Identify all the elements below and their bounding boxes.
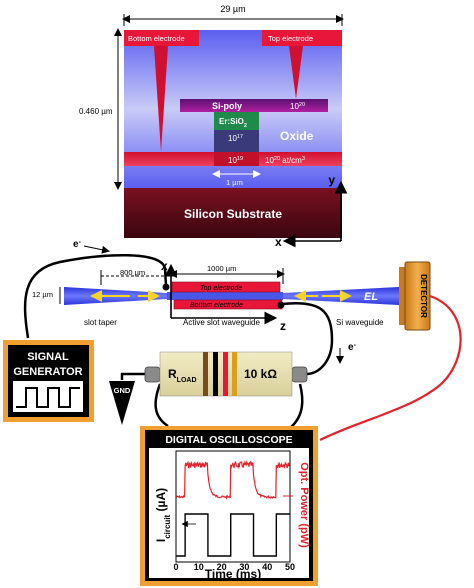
svg-text:1020 at/cm3: 1020 at/cm3 [265,156,305,165]
x-tick-label: 40 [262,562,272,572]
si-waveguide-label: Si waveguide [336,318,384,327]
svg-text:DETECTOR: DETECTOR [419,274,428,318]
top-electrode-spike [289,46,303,99]
cs-axis-y: y [328,173,335,187]
wire-generator-to-device [23,254,168,339]
y-axis-left-label: Icircuit (µA) [154,488,172,542]
x-tick-label: 50 [285,562,295,572]
x-tick-label: 30 [239,562,249,572]
active-slot-waveguide [167,292,283,300]
svg-text:e-: e- [348,342,357,354]
svg-text:SIGNAL: SIGNAL [27,351,69,363]
oxide-label: Oxide [280,129,314,143]
svg-text:Bottom electrode: Bottom electrode [190,302,243,309]
taper-length-label: 800 µm [120,268,145,277]
device-axis-z: z [280,319,286,333]
svg-text:Top electrode: Top electrode [200,285,242,292]
slot-length-label: 1000 µm [207,264,236,273]
wire-load-to-scope-left [154,383,169,428]
svg-text:1017: 1017 [228,134,243,143]
digital-oscilloscope: DIGITAL OSCILLOSCOPE 0 10 20 30 40 50 Time (m… [140,426,318,586]
width-label: 29 µm [220,4,245,14]
svg-text:e-: e- [73,239,82,251]
x-tick-label: 20 [217,562,227,572]
svg-text:DIGITAL OSCILLOSCOPE: DIGITAL OSCILLOSCOPE [165,434,292,446]
bottom-electrode-spike [154,46,168,152]
si-poly-layer [180,99,328,112]
x-tick-label: 0 [173,562,178,572]
device-top-electrode [171,281,281,293]
height-12um-label: 12 µm [32,290,53,299]
ground-triangle-icon: GND [109,372,136,425]
x-tick-labels: 0 10 20 30 40 50 [173,562,295,572]
optical-power-trace [175,460,291,500]
active-slot-label: Active slot waveguide [183,318,260,327]
silicon-substrate [124,188,342,238]
optical-signal-wire [319,294,462,441]
svg-text:Silicon Substrate: Silicon Substrate [184,207,282,221]
load-resistor: RLOAD 10 kΩ GND [109,351,308,429]
top-electrode-pad [262,30,342,46]
gap-label: 1 µm [226,178,243,187]
slot-taper-label: slot taper [84,318,117,327]
svg-text:1020: 1020 [290,102,305,111]
cs-axis-x: x [275,235,282,249]
svg-text:Er:SiO2: Er:SiO2 [219,117,247,129]
cross-section: 29 µm 0.460 µm Bottom electrode Top elec… [79,4,348,249]
x-axis-label: Time (ms) [205,567,261,581]
svg-text:1019: 1019 [228,156,243,165]
slot-core [214,130,259,152]
bottom-electrode-pad [124,30,199,46]
x-tick-label: 10 [194,562,204,572]
svg-text:Bottom electrode: Bottom electrode [128,34,185,43]
y-axis-right-label: Opt. Power (pW) [298,462,310,548]
wire-load-to-scope-right [289,383,304,429]
el-label: EL [364,291,378,303]
svg-text:GENERATOR: GENERATOR [13,366,82,378]
signal-generator: SIGNAL GENERATOR [3,340,94,422]
scope-plot-area [175,450,291,563]
er-sio2-slot [214,112,259,130]
device-top-view: e- 800 µm 1000 µm 12 µm Top electrode Bo… [23,239,431,376]
detector-icon: DETECTOR [399,261,431,331]
load-value: 10 kΩ [244,367,277,381]
svg-text:RLOAD: RLOAD [168,367,197,384]
square-wave-icon [16,387,80,408]
device-axis-x: x [161,259,168,273]
height-label: 0.460 µm [79,107,113,116]
wire-device-to-load [281,301,334,376]
svg-text:GND: GND [114,386,131,395]
svg-text:Si-poly: Si-poly [212,101,242,111]
svg-text:Top electrode: Top electrode [268,34,313,43]
